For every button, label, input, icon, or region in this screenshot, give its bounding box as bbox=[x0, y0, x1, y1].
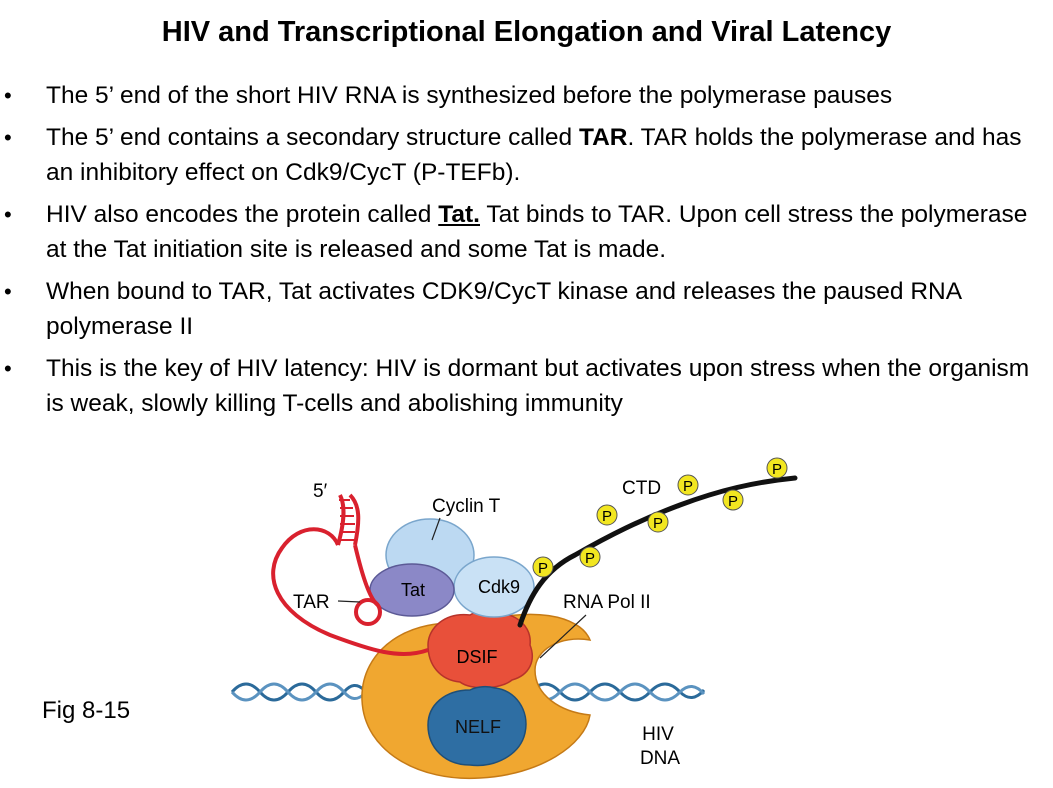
svg-text:P: P bbox=[602, 508, 612, 525]
bullet-list: • The 5’ end of the short HIV RNA is syn… bbox=[0, 78, 1040, 428]
bullet-text: This is the key of HIV latency: HIV is d… bbox=[46, 355, 1030, 417]
bullet-dot: • bbox=[4, 356, 12, 381]
slide-title: HIV and Transcriptional Elongation and V… bbox=[161, 16, 892, 48]
dsif-label: DSIF bbox=[456, 647, 497, 667]
nelf-shape bbox=[427, 685, 527, 767]
dna-helix-left bbox=[230, 682, 366, 702]
phosphate-group: P bbox=[722, 489, 744, 511]
bullet-text-pre: The 5’ end contains a secondary structur… bbox=[46, 124, 579, 151]
bullet-item: • The 5’ end contains a secondary struct… bbox=[0, 120, 1040, 190]
five-prime-label: 5′ bbox=[313, 481, 328, 502]
svg-text:P: P bbox=[585, 550, 595, 567]
tar-emphasis: TAR bbox=[578, 124, 628, 151]
rna-pol-label: RNA Pol II bbox=[563, 592, 651, 613]
figure-caption: Fig 8-15 bbox=[42, 697, 131, 724]
phosphate-group: P bbox=[579, 546, 601, 568]
pol-pointer bbox=[539, 614, 587, 659]
dna-label: DNA bbox=[640, 748, 680, 769]
hiv-label: HIV bbox=[642, 724, 674, 745]
bullet-dot: • bbox=[4, 279, 12, 304]
svg-text:P: P bbox=[683, 478, 693, 495]
bullet-item: • When bound to TAR, Tat activates CDK9/… bbox=[0, 274, 1040, 344]
svg-text:P: P bbox=[772, 461, 782, 478]
bullet-item: • HIV also encodes the protein called Ta… bbox=[0, 197, 1040, 267]
phosphate-group: P bbox=[647, 511, 669, 533]
bullet-item: • This is the key of HIV latency: HIV is… bbox=[0, 351, 1040, 421]
bullet-dot: • bbox=[4, 202, 12, 227]
nelf-label: NELF bbox=[455, 717, 501, 737]
ctd-label: CTD bbox=[622, 478, 661, 499]
tar-stem-rungs bbox=[339, 499, 355, 541]
dna-helix-right bbox=[528, 682, 706, 702]
phosphate-group: P bbox=[532, 556, 554, 578]
svg-text:P: P bbox=[653, 515, 663, 532]
cdk9-label: Cdk9 bbox=[478, 577, 520, 597]
svg-text:P: P bbox=[728, 493, 738, 510]
bullet-dot: • bbox=[4, 83, 12, 108]
bullet-text-post: Tat binds to TAR. Upon cell stress the p… bbox=[46, 201, 1028, 263]
bullet-dot: • bbox=[4, 125, 12, 150]
cyclin-t-label: Cyclin T bbox=[432, 496, 501, 517]
tat-emphasis: Tat. bbox=[438, 201, 480, 228]
svg-text:P: P bbox=[538, 560, 548, 577]
bullet-text-pre: HIV also encodes the protein called bbox=[46, 201, 439, 228]
cyclin-pointer bbox=[431, 517, 441, 541]
bullet-text-post: . TAR holds the polymerase and has an in… bbox=[46, 124, 1022, 186]
phosphate-group: P bbox=[677, 474, 699, 496]
bullet-item: • The 5’ end of the short HIV RNA is syn… bbox=[0, 78, 1040, 113]
phosphate-group: P bbox=[596, 504, 618, 526]
bullet-text: The 5’ end of the short HIV RNA is synth… bbox=[46, 82, 893, 109]
ctd-tail bbox=[517, 475, 798, 628]
tat-label: Tat bbox=[401, 580, 425, 600]
bullet-text: When bound to TAR, Tat activates CDK9/Cy… bbox=[46, 278, 961, 340]
tar-pointer bbox=[337, 600, 361, 603]
tar-label: TAR bbox=[293, 592, 330, 613]
phosphate-group: P bbox=[766, 457, 788, 479]
